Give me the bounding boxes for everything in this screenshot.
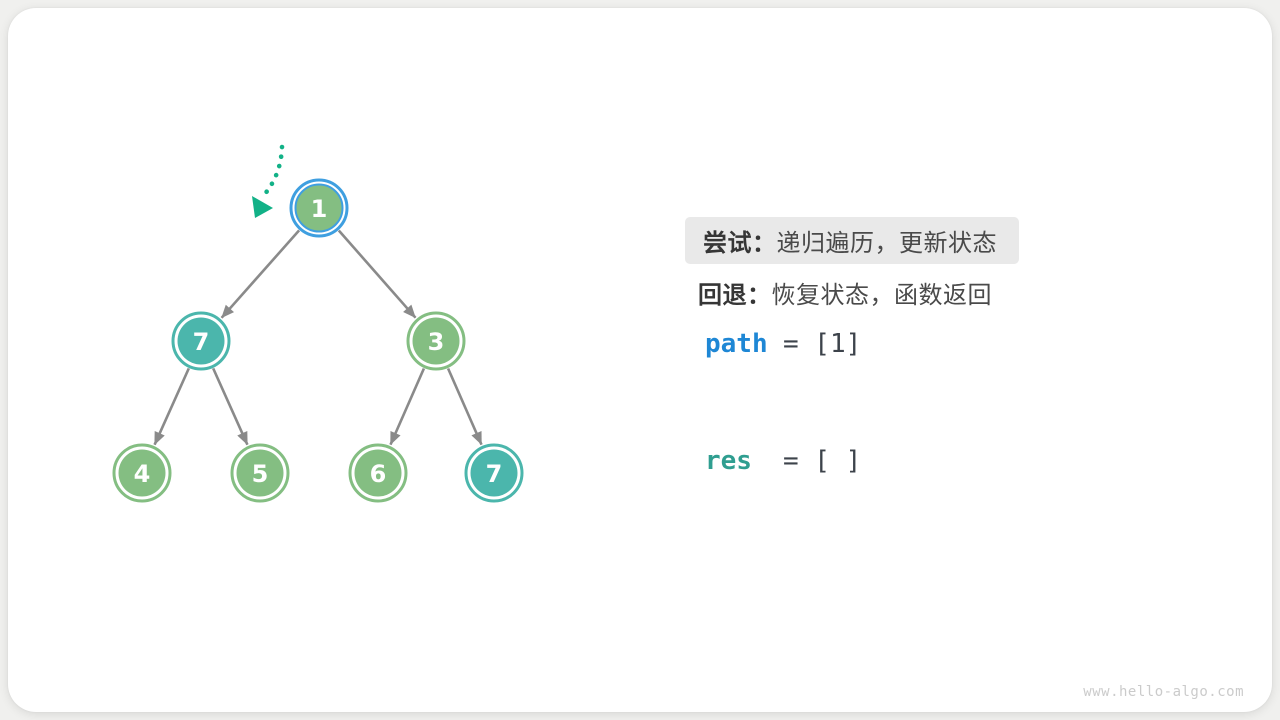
figure-card (8, 8, 1272, 712)
current-node-pointer (252, 144, 285, 218)
node-outer-ring (171, 311, 231, 371)
node-outer-ring (406, 311, 466, 371)
res-variable-name: res (705, 446, 752, 476)
node-outer-ring (348, 443, 408, 503)
path-variable-line: path = [1] (705, 328, 1125, 360)
backtrack-label: 回退： (698, 281, 772, 309)
tree-edge (389, 367, 426, 446)
node-circle (354, 449, 402, 497)
tree-node: 3 (406, 311, 466, 371)
try-label: 尝试： (703, 230, 777, 257)
node-value: 7 (193, 328, 210, 356)
watermark: www.hello-algo.com (1083, 684, 1244, 700)
node-circle (118, 449, 166, 497)
node-circle (470, 449, 518, 497)
try-callout: 尝试：递归遍历，更新状态 (685, 217, 1019, 264)
node-value: 6 (370, 460, 387, 488)
try-text: 递归遍历，更新状态 (776, 230, 997, 257)
node-value: 5 (252, 460, 269, 488)
tree-node: 7 (464, 443, 524, 503)
tree-node: 4 (112, 443, 172, 503)
node-value: 1 (311, 195, 328, 223)
node-outer-ring (230, 443, 290, 503)
tree-edge (153, 367, 190, 446)
tree-edge (212, 367, 249, 446)
node-circle (412, 317, 460, 365)
tree-edge (220, 229, 301, 319)
node-value: 4 (134, 460, 151, 488)
tree-nodes: 1 7 3 4 5 6 7 (112, 178, 524, 503)
pointer-arrowhead-icon (252, 196, 273, 218)
tree-node: 6 (348, 443, 408, 503)
res-variable-line: res = [ ] (705, 445, 1125, 477)
tree-edge (446, 367, 483, 446)
backtrack-callout: 回退：恢复状态，函数返回 (698, 277, 992, 309)
node-circle (236, 449, 284, 497)
tree-edge (337, 229, 417, 319)
tree-node: 5 (230, 443, 290, 503)
node-outer-ring (289, 178, 349, 238)
node-circle (294, 183, 344, 233)
node-value: 7 (486, 460, 503, 488)
node-outer-ring (112, 443, 172, 503)
pointer-dotted-line (261, 144, 285, 198)
tree-node: 1 (289, 178, 349, 238)
backtrack-text: 恢复状态，函数返回 (771, 281, 992, 309)
node-outer-ring (464, 443, 524, 503)
node-value: 3 (428, 328, 445, 356)
tree-edges (153, 229, 483, 446)
path-variable-value: = [1] (783, 329, 862, 359)
node-circle (177, 317, 225, 365)
res-variable-value: = [ ] (783, 446, 862, 476)
tree-node: 7 (171, 311, 231, 371)
path-variable-name: path (705, 329, 768, 359)
